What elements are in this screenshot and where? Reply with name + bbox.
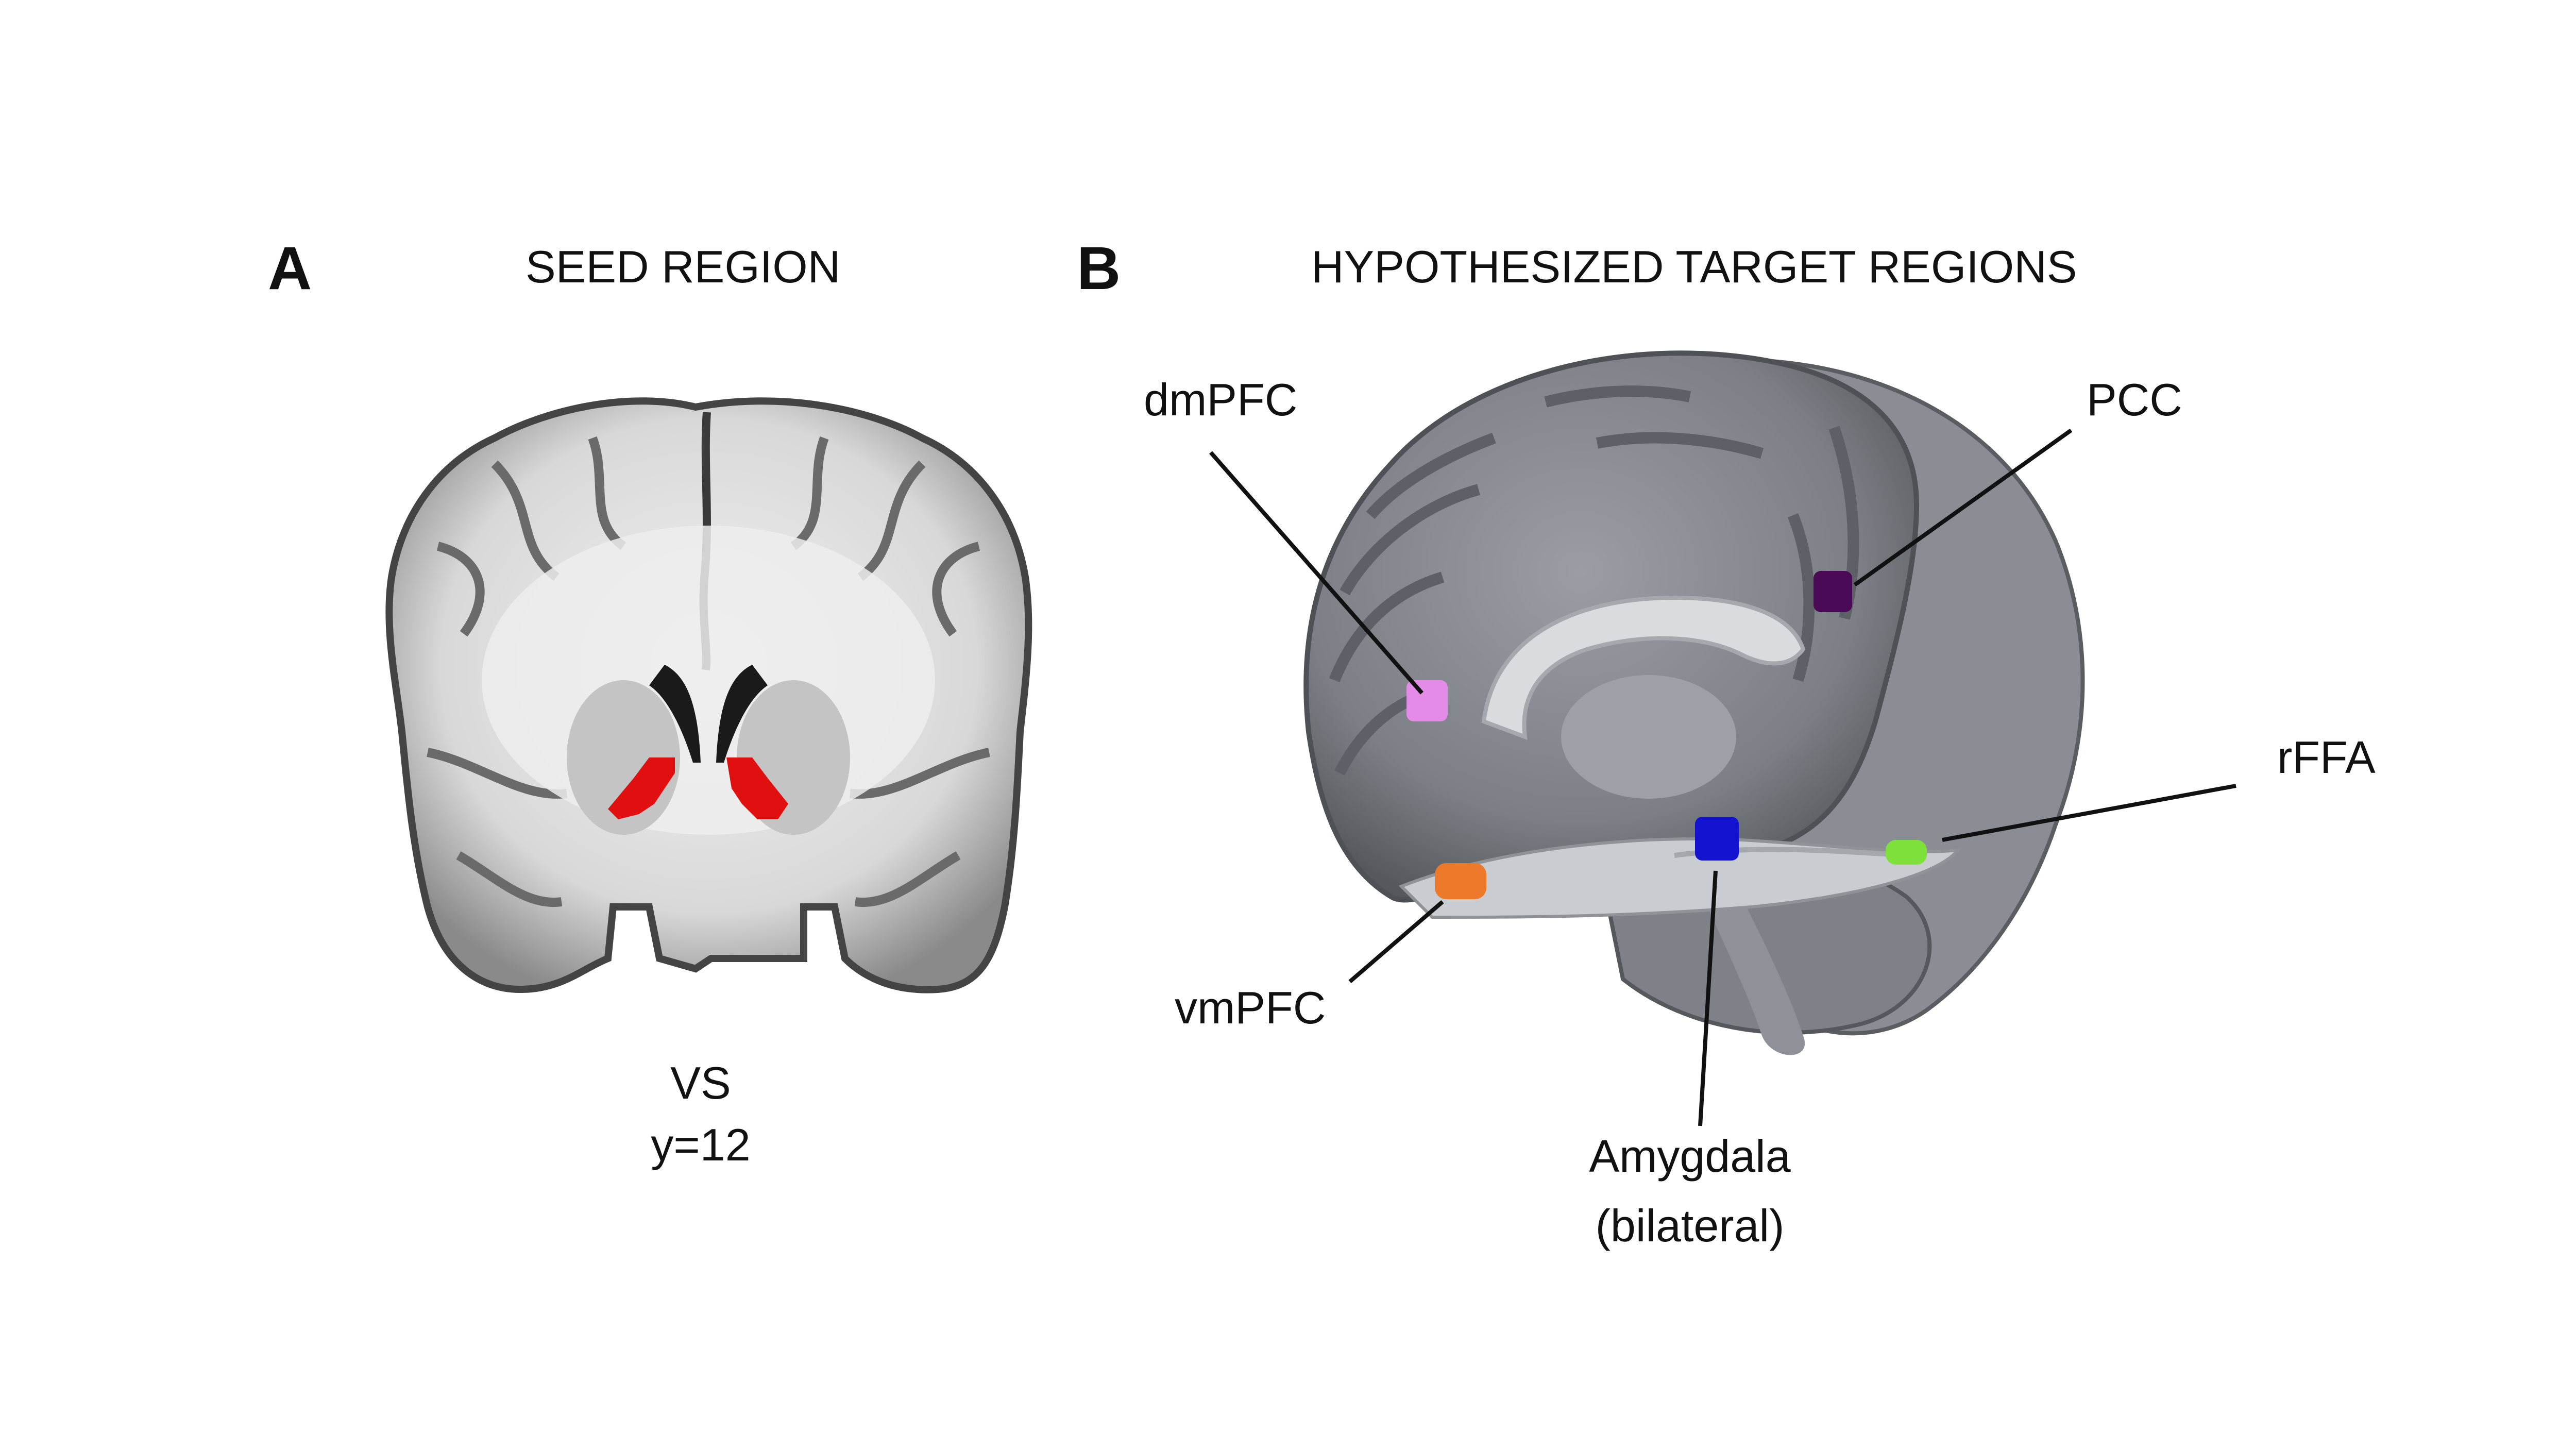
- roi-vmpfc: [1435, 863, 1486, 899]
- seed-label-vs: VS: [670, 1057, 731, 1108]
- leader-vmpfc: [1348, 900, 1444, 984]
- roi-rffa: [1886, 840, 1927, 865]
- leader-dmpfc: [1209, 451, 1424, 695]
- sagittal-brain-render: [1303, 350, 2085, 1055]
- roi-dmpfc: [1406, 680, 1448, 721]
- leader-rffa: [1942, 784, 2236, 842]
- coronal-brain-slice: [385, 397, 1032, 993]
- label-vmpfc: vmPFC: [1175, 982, 1326, 1033]
- leader-pcc: [1853, 428, 2073, 587]
- panel-a-title: SEED REGION: [526, 241, 841, 292]
- vs-seed-right: [726, 757, 788, 819]
- vs-seed-left: [608, 757, 675, 819]
- label-rffa: rFFA: [2277, 732, 2376, 783]
- label-amygdala-qualifier: (bilateral): [1595, 1200, 1785, 1251]
- label-amygdala: Amygdala: [1589, 1131, 1791, 1182]
- seed-slice-label: y=12: [651, 1119, 751, 1170]
- roi-amygdala: [1695, 817, 1739, 861]
- panel-b-title: HYPOTHESIZED TARGET REGIONS: [1311, 241, 2077, 292]
- panel-a-letter: A: [268, 234, 312, 302]
- label-dmpfc: dmPFC: [1144, 374, 1298, 425]
- label-pcc: PCC: [2087, 374, 2182, 425]
- leader-amygdala: [1698, 870, 1718, 1126]
- panel-b-letter: B: [1077, 234, 1121, 302]
- roi-pcc: [1814, 571, 1852, 612]
